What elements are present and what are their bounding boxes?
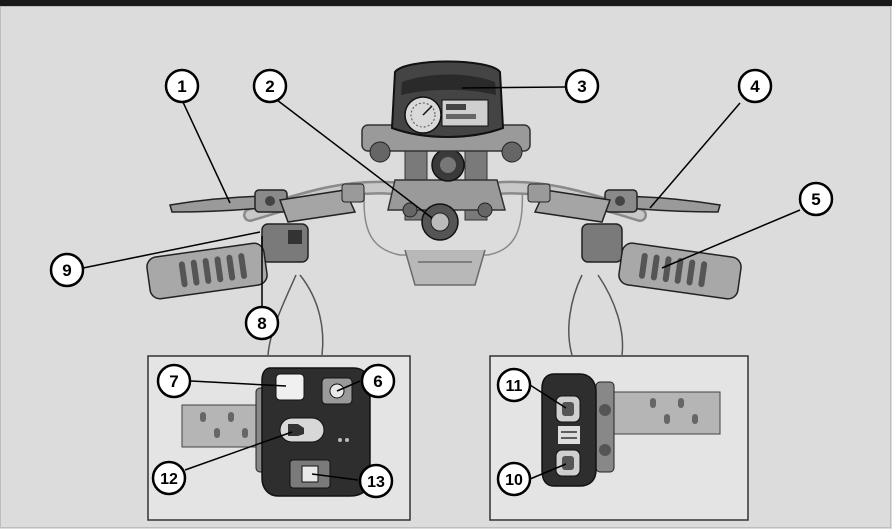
top-frame-bar bbox=[0, 0, 892, 6]
callout-label: 3 bbox=[577, 77, 586, 96]
leader-line-13 bbox=[311, 473, 359, 481]
callout-3: 3 bbox=[564, 68, 600, 104]
right-switch-detail-inset bbox=[489, 355, 749, 521]
callout-label: 4 bbox=[750, 77, 760, 96]
detail-connectors bbox=[267, 274, 624, 356]
leader-line-1 bbox=[181, 99, 231, 204]
callout-7: 7 bbox=[156, 363, 192, 399]
left-handlebar-controls bbox=[146, 183, 365, 300]
callout-10: 10 bbox=[496, 461, 532, 497]
callout-label: 2 bbox=[265, 77, 274, 96]
leader-line-7 bbox=[190, 380, 287, 387]
callout-label: 10 bbox=[505, 472, 523, 489]
leader-line-11 bbox=[529, 384, 567, 409]
callout-label: 11 bbox=[506, 378, 523, 395]
callout-4: 4 bbox=[737, 68, 773, 104]
leader-line-5 bbox=[661, 209, 801, 269]
callout-9: 9 bbox=[49, 252, 85, 288]
leader-line-10 bbox=[529, 463, 567, 480]
callout-label: 6 bbox=[373, 372, 382, 391]
callout-label: 5 bbox=[811, 190, 820, 209]
callout-label: 1 bbox=[177, 77, 186, 96]
leader-line-3 bbox=[461, 86, 566, 89]
callout-label: 13 bbox=[367, 474, 385, 491]
callout-13: 13 bbox=[358, 463, 394, 499]
callout-11: 11 bbox=[496, 367, 532, 403]
callout-label: 8 bbox=[257, 314, 266, 333]
callout-6: 6 bbox=[360, 363, 396, 399]
callouts: 1 2 3 4 5 6 7 8 bbox=[49, 68, 834, 499]
callout-1: 1 bbox=[164, 68, 200, 104]
callout-label: 7 bbox=[169, 372, 178, 391]
leader-lines bbox=[82, 86, 801, 481]
right-handlebar-controls bbox=[527, 183, 742, 300]
callout-12: 12 bbox=[151, 460, 187, 496]
callout-5: 5 bbox=[798, 181, 834, 217]
leader-line-6 bbox=[336, 380, 361, 392]
leader-line-2 bbox=[276, 99, 433, 219]
callout-label: 12 bbox=[160, 471, 178, 488]
diagram-border bbox=[0, 6, 891, 528]
callout-8: 8 bbox=[244, 305, 280, 341]
callout-label: 9 bbox=[62, 261, 71, 280]
leader-line-9 bbox=[82, 231, 261, 269]
leader-line-12 bbox=[184, 431, 293, 471]
callout-2: 2 bbox=[252, 68, 288, 104]
leader-line-4 bbox=[649, 102, 741, 209]
